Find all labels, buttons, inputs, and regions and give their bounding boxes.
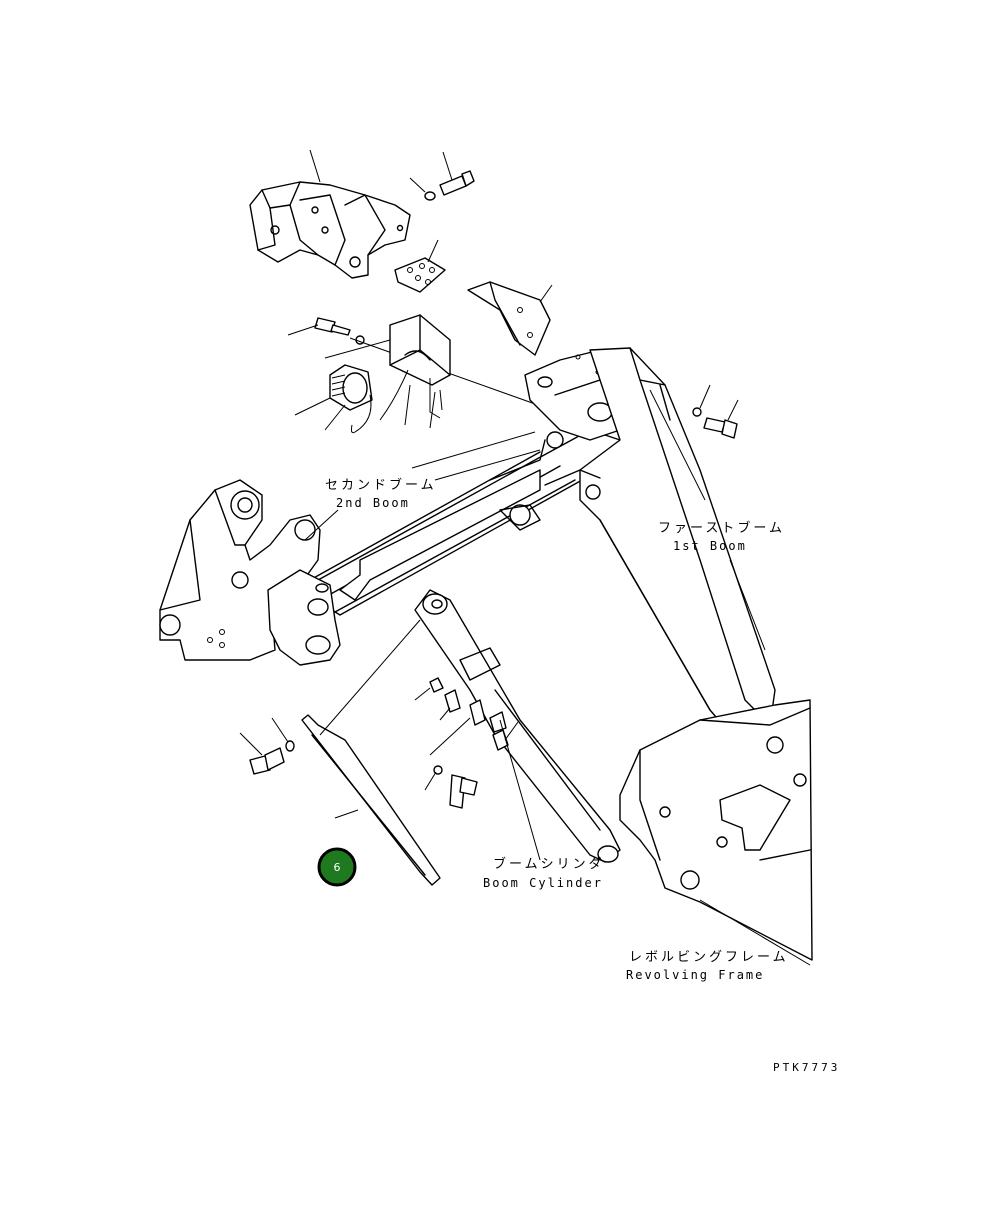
callout-number: 6 bbox=[334, 861, 341, 874]
bolt-right[interactable] bbox=[703, 417, 738, 439]
washer-right[interactable] bbox=[692, 407, 702, 417]
bolt-lower-middle[interactable] bbox=[449, 774, 478, 809]
first-boom-label-jp: ファーストブーム bbox=[658, 520, 785, 536]
first-boom-label-en: 1st Boom bbox=[673, 539, 747, 553]
rubber-pad[interactable] bbox=[394, 257, 446, 293]
second-boom-label-jp: セカンドブーム bbox=[325, 477, 437, 493]
boom-cylinder-label-en: Boom Cylinder bbox=[483, 876, 603, 890]
lamp-housing[interactable] bbox=[389, 314, 451, 386]
bolt-left[interactable] bbox=[314, 317, 351, 336]
mount-plate[interactable] bbox=[467, 281, 551, 356]
second-boom-label-en: 2nd Boom bbox=[336, 496, 410, 510]
second-boom-foot-joint[interactable] bbox=[267, 569, 341, 666]
upper-guard-bracket[interactable] bbox=[249, 181, 411, 279]
washer-lower-left[interactable] bbox=[285, 740, 295, 752]
revolving-frame-label-en: Revolving Frame bbox=[626, 968, 764, 982]
boom-cylinder[interactable] bbox=[414, 589, 621, 863]
cylinder-cover-plate[interactable] bbox=[301, 714, 441, 886]
second-boom[interactable] bbox=[299, 429, 621, 616]
nut-1[interactable] bbox=[429, 677, 444, 693]
bolt-lower-left[interactable] bbox=[249, 747, 285, 775]
revolving-frame-label-jp: レボルビングフレーム bbox=[629, 950, 789, 965]
drawing-code: PTK7773 bbox=[773, 1061, 840, 1074]
callout-6[interactable]: 6 bbox=[317, 847, 357, 887]
bolt-top[interactable] bbox=[439, 170, 475, 196]
boom-cylinder-label-jp: ブームシリンダ bbox=[493, 856, 605, 872]
boom-foot-bracket[interactable] bbox=[159, 479, 321, 661]
revolving-frame[interactable] bbox=[619, 699, 813, 961]
work-lamp[interactable] bbox=[329, 364, 443, 434]
clip-1[interactable] bbox=[444, 689, 461, 713]
washer-top[interactable] bbox=[424, 191, 436, 201]
